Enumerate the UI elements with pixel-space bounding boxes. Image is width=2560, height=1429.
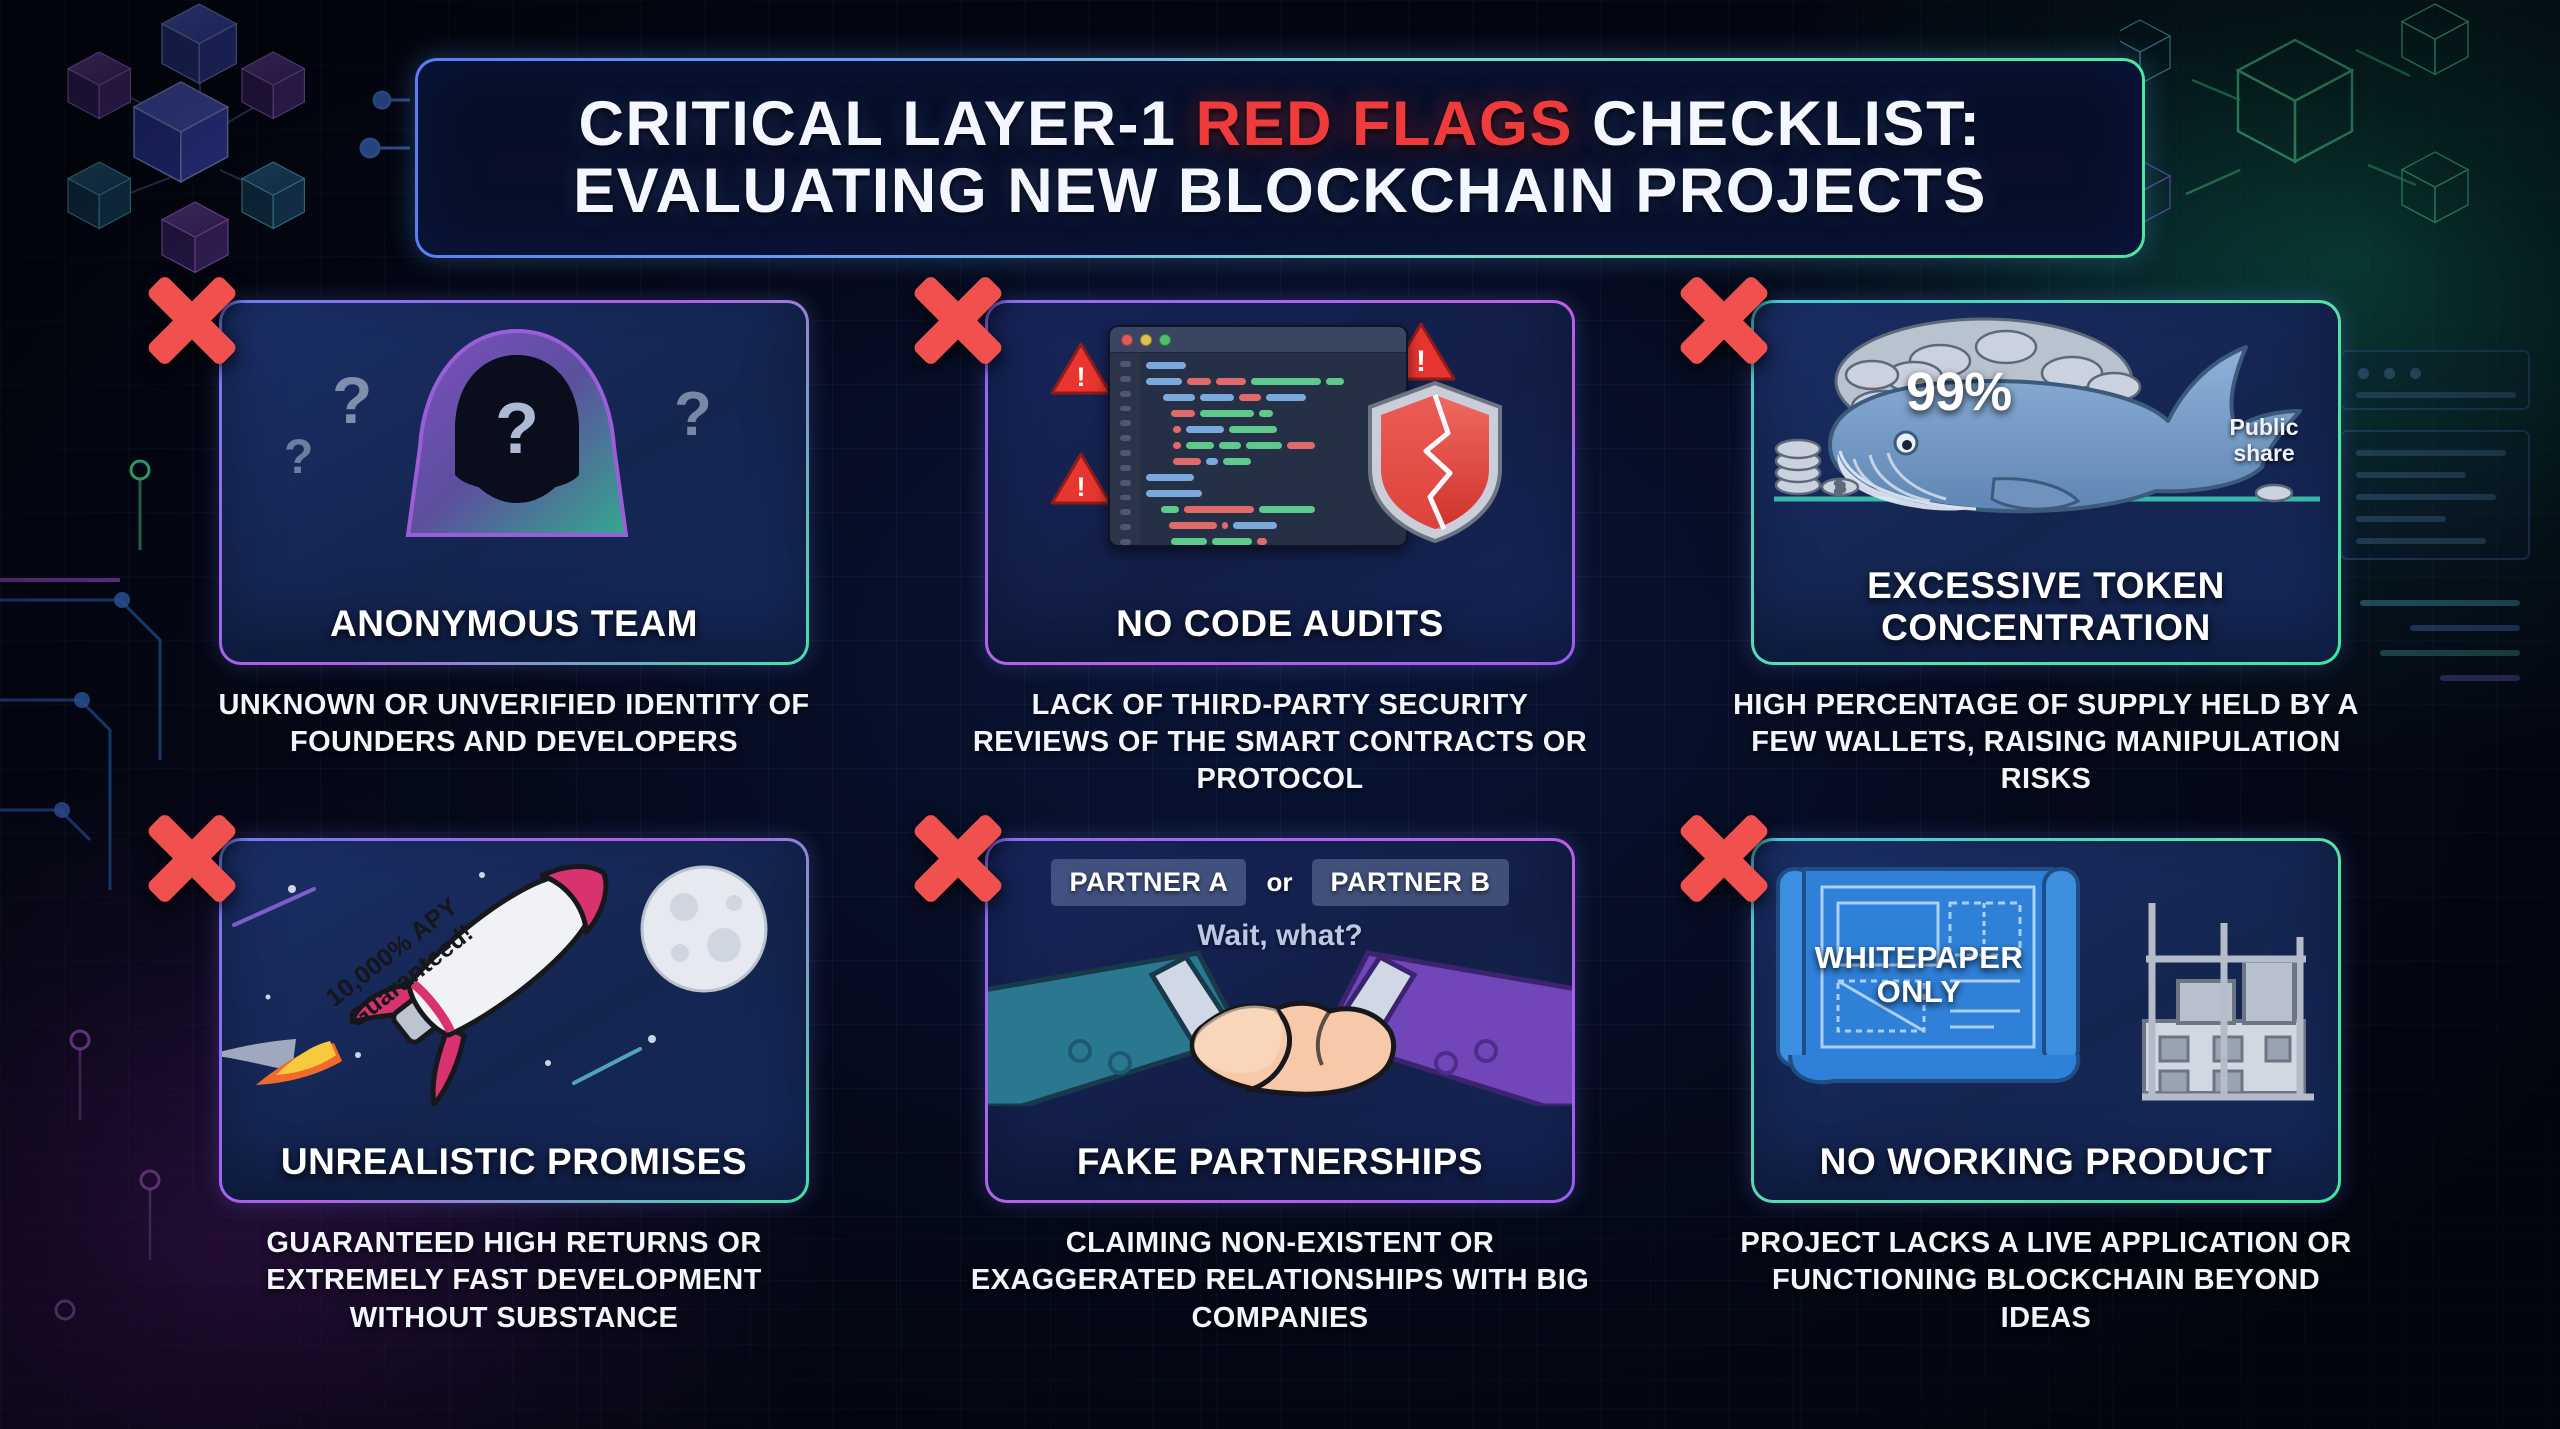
card-description: LACK OF THIRD-PARTY SECURITY REVIEWS OF …: [972, 689, 1588, 796]
no-code-audits-illustration: ! ! !: [988, 303, 1572, 568]
red-flags-grid: ? ? ? ? ANONYMOUS TEAM UNKNOWN OR UNVERI…: [0, 300, 2560, 1337]
grid-row-2: 10,000% APY Guaranteed! UNREALISTIC PROM…: [0, 838, 2560, 1336]
partner-b-chip: PARTNER B: [1312, 859, 1509, 907]
line-number-gutter: [1110, 353, 1140, 545]
svg-text:?: ?: [495, 389, 539, 469]
window-maximize-dot-icon: [1159, 333, 1171, 346]
card-body: WHITEPAPER ONLY NO WORKING PRODUCT: [1751, 838, 2341, 1203]
page-title-red-flags: RED FLAGS: [1195, 89, 1574, 160]
blueprint-scroll-icon: [1776, 867, 2314, 1101]
whale-with-coins-icon: ₿: [1774, 317, 2320, 514]
svg-text:?: ?: [332, 363, 372, 437]
svg-text:!: !: [1416, 345, 1426, 378]
whitepaper-only-label: WHITEPAPER ONLY: [1794, 941, 2044, 1009]
page-title-part-1: CRITICAL LAYER-1: [578, 89, 1196, 160]
partner-a-chip: PARTNER A: [1051, 859, 1247, 907]
warning-triangle-icon: !: [1050, 341, 1112, 397]
card-no-code-audits[interactable]: ! ! !: [940, 300, 1620, 798]
public-share-line-1: Public: [2229, 414, 2299, 440]
card-title: EXCESSIVE TOKEN CONCENTRATION: [1867, 565, 2225, 648]
card-title: NO WORKING PRODUCT: [1819, 1140, 2273, 1182]
token-concentration-illustration: ₿ 99% Public share: [1754, 303, 2338, 568]
public-share-label: Public share: [2208, 414, 2320, 467]
card-title: NO CODE AUDITS: [1116, 602, 1444, 644]
partner-or-label: or: [1266, 867, 1293, 898]
warning-triangle-icon: !: [1050, 451, 1112, 507]
page-title-line-1: CRITICAL LAYER-1 RED FLAGS CHECKLIST:: [578, 91, 1981, 158]
svg-text:?: ?: [284, 431, 313, 484]
wait-what-label: Wait, what?: [1197, 919, 1363, 953]
x-mark-icon: [138, 804, 246, 912]
code-lines: [1140, 353, 1406, 545]
card-body: ! ! !: [985, 300, 1575, 665]
unrealistic-promises-illustration: 10,000% APY Guaranteed!: [222, 841, 806, 1108]
no-working-product-illustration: WHITEPAPER ONLY: [1754, 841, 2338, 1106]
anonymous-team-illustration: ? ? ? ?: [222, 303, 806, 568]
x-mark-icon: [904, 804, 1012, 912]
svg-text:₿: ₿: [1834, 479, 1845, 495]
whitepaper-line-2: ONLY: [1876, 974, 1962, 1010]
card-title: ANONYMOUS TEAM: [329, 602, 699, 644]
handshake-icon: [988, 950, 1572, 1109]
window-minimize-dot-icon: [1140, 333, 1152, 346]
whale-percent-label: 99%: [1906, 362, 2012, 422]
card-description: GUARANTEED HIGH RETURNS OR EXTREMELY FAS…: [266, 1227, 762, 1334]
page-title-part-2: CHECKLIST:: [1573, 89, 1982, 160]
whitepaper-line-1: WHITEPAPER: [1814, 940, 2024, 976]
card-description: UNKNOWN OR UNVERIFIED IDENTITY OF FOUNDE…: [218, 689, 810, 759]
window-close-dot-icon: [1121, 333, 1133, 346]
page-title-line-2: EVALUATING NEW BLOCKCHAIN PROJECTS: [573, 156, 1987, 226]
broken-shield-icon: [1368, 380, 1502, 544]
code-area: [1110, 353, 1406, 545]
card-description: PROJECT LACKS A LIVE APPLICATION OR FUNC…: [1740, 1227, 2352, 1334]
hooded-figure-icon: ? ? ? ?: [284, 328, 712, 537]
svg-text:?: ?: [674, 380, 712, 449]
card-title: UNREALISTIC PROMISES: [280, 1140, 748, 1182]
card-fake-partnerships[interactable]: PARTNER A or PARTNER B Wait, what? FAKE …: [940, 838, 1620, 1336]
x-mark-icon: [904, 266, 1012, 374]
card-body: ₿ 99% Public share EXCESSIVE TOKEN CONCE…: [1751, 300, 2341, 665]
card-description: HIGH PERCENTAGE OF SUPPLY HELD BY A FEW …: [1733, 689, 2359, 796]
window-titlebar: [1110, 327, 1406, 353]
svg-text:!: !: [1077, 362, 1086, 392]
card-anonymous-team[interactable]: ? ? ? ? ANONYMOUS TEAM UNKNOWN OR UNVERI…: [174, 300, 854, 798]
svg-text:!: !: [1077, 472, 1086, 502]
grid-row-1: ? ? ? ? ANONYMOUS TEAM UNKNOWN OR UNVERI…: [0, 300, 2560, 798]
card-body: ? ? ? ? ANONYMOUS TEAM: [219, 300, 809, 665]
partner-labels: PARTNER A or PARTNER B: [988, 859, 1572, 907]
card-title: FAKE PARTNERSHIPS: [1076, 1140, 1484, 1182]
x-mark-icon: [1670, 804, 1778, 912]
card-no-working-product[interactable]: WHITEPAPER ONLY NO WORKING PRODUCT PROJE…: [1706, 838, 2386, 1336]
fake-partnerships-illustration: PARTNER A or PARTNER B Wait, what?: [988, 841, 1572, 1109]
x-mark-icon: [1670, 266, 1778, 374]
card-excessive-token-concentration[interactable]: ₿ 99% Public share EXCESSIVE TOKEN CONCE…: [1706, 300, 2386, 798]
card-body: 10,000% APY Guaranteed! UNREALISTIC PROM…: [219, 838, 809, 1203]
page-title-banner: CRITICAL LAYER-1 RED FLAGS CHECKLIST: EV…: [415, 58, 2145, 258]
card-unrealistic-promises[interactable]: 10,000% APY Guaranteed! UNREALISTIC PROM…: [174, 838, 854, 1336]
rocket-to-moon-icon: [222, 864, 768, 1108]
card-body: PARTNER A or PARTNER B Wait, what? FAKE …: [985, 838, 1575, 1203]
x-mark-icon: [138, 266, 246, 374]
card-description: CLAIMING NON-EXISTENT OR EXAGGERATED REL…: [970, 1227, 1590, 1334]
public-share-line-2: share: [2233, 439, 2295, 466]
